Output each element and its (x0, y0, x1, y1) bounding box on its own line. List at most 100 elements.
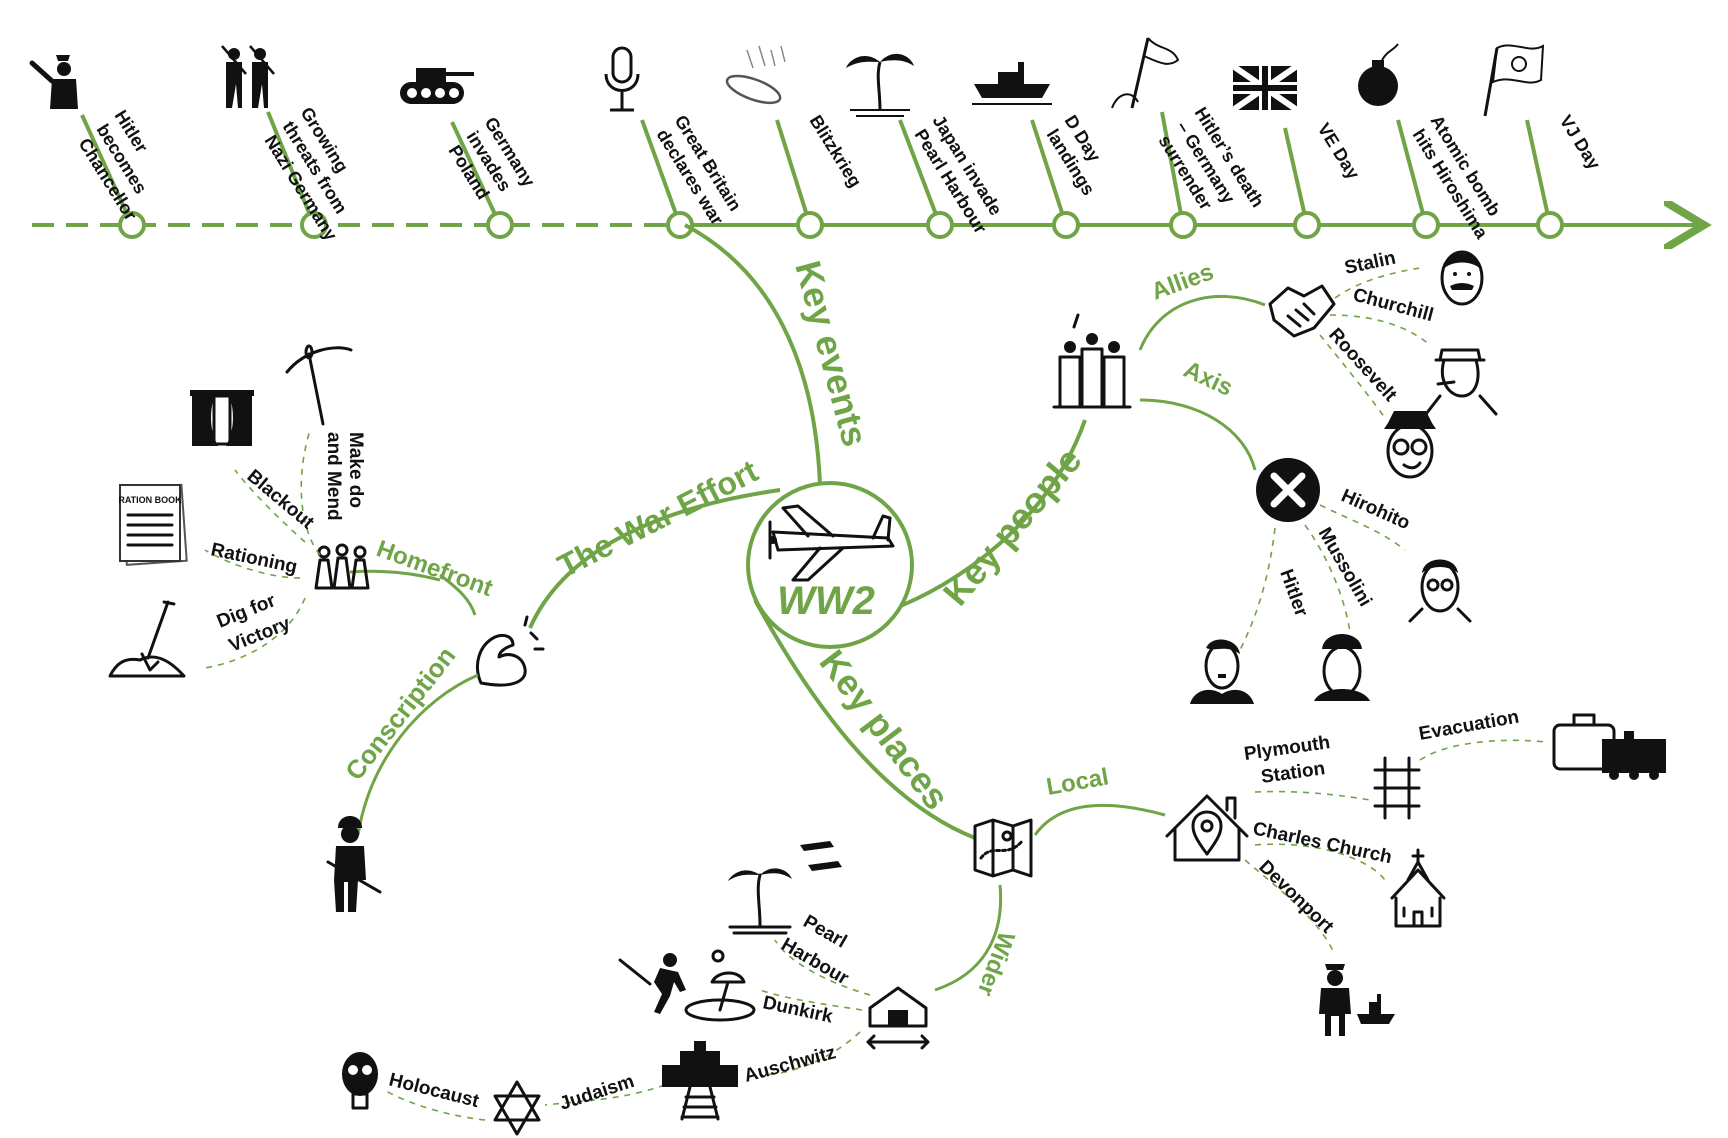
stalin-portrait-icon (1440, 250, 1484, 306)
timeline-stem (450, 121, 502, 226)
auschwitz-label: Auschwitz (742, 1042, 838, 1087)
timeline-stem (640, 119, 682, 226)
evacuation-link (1419, 739, 1546, 761)
holocaust-link (384, 1089, 486, 1121)
holocaust-label: Holocaust (387, 1069, 482, 1112)
pearl-harbour-icon (728, 841, 842, 935)
stalin-label: Stalin (1343, 248, 1398, 279)
judaism-link (544, 1084, 666, 1106)
hirohito-label: Hirohito (1338, 485, 1413, 534)
ration-book-icon: RATION BOOK (118, 483, 188, 566)
rationing-link (204, 549, 301, 579)
plane-icon (768, 504, 895, 582)
soldier-icon (326, 816, 382, 912)
family-icon (314, 543, 370, 590)
conscription-branch (356, 673, 479, 836)
sailor-ship-icon (1319, 964, 1395, 1036)
homefront-label: Homefront (373, 535, 496, 602)
center-title: WW2 (777, 579, 875, 623)
gas-mask-icon (342, 1052, 378, 1110)
hirohito-portrait-icon (1408, 559, 1472, 623)
plymouth-line2: Station (1260, 758, 1327, 788)
timeline-label: VE Day (1314, 120, 1364, 183)
dig-link (204, 597, 306, 669)
devonport-link (1244, 859, 1336, 956)
timeline-node (796, 211, 824, 239)
charles-church-link (1254, 843, 1386, 881)
palm-island-icon (846, 53, 914, 117)
hitler-link (1239, 527, 1276, 651)
timeline-stem (775, 119, 812, 226)
railway-track-icon (1373, 756, 1421, 820)
dunkirk-label: Dunkirk (761, 992, 835, 1027)
key-people-branch (884, 419, 1087, 614)
timeline-node (1412, 211, 1440, 239)
plymouth-link (1254, 790, 1371, 801)
center-circle (746, 481, 914, 649)
timeline-node (666, 211, 694, 239)
judaism-label: Judaism (557, 1071, 637, 1115)
bomb-icon (1358, 43, 1399, 106)
blackout-label: Blackout (243, 466, 318, 534)
church-icon (1390, 848, 1446, 928)
timeline-node (118, 211, 146, 239)
roosevelt-portrait-icon (1384, 411, 1436, 479)
timeline-stem (1525, 119, 1552, 226)
mussolini-label: Mussolini (1314, 524, 1376, 610)
make-do-link (300, 429, 321, 556)
bicep-icon (476, 615, 545, 687)
timeline-stem (898, 119, 942, 226)
suitcase-train-icon (1552, 713, 1666, 780)
star-of-david-icon (493, 1080, 541, 1136)
key-events-branch (684, 223, 822, 486)
warship-icon (972, 62, 1052, 105)
timeline-node (1536, 211, 1564, 239)
timeline-event: Blitzkrieg (725, 45, 866, 239)
wider-branch (934, 884, 1003, 992)
key-places-branch (753, 599, 976, 840)
homefront-branch (439, 573, 477, 616)
axis-label: Axis (1179, 356, 1236, 402)
timeline-event: VE Day (1231, 63, 1364, 239)
shelter-icon (866, 986, 930, 1050)
war-effort-label: The War Effort (552, 452, 764, 584)
timeline-stem (1283, 127, 1309, 226)
hitler-portrait-icon (1190, 639, 1254, 704)
microphone-icon (604, 46, 640, 112)
churchill-label: Churchill (1351, 285, 1436, 327)
timeline-stem (1030, 119, 1068, 226)
timeline-node (926, 211, 954, 239)
blackout-link (234, 469, 306, 543)
timeline-node (1052, 211, 1080, 239)
make-do-line1: Make do (345, 432, 366, 508)
bomb-falling-icon (725, 45, 786, 105)
timeline-label: Blitzkrieg (806, 112, 866, 191)
make-do-line2: and Mend (323, 432, 344, 521)
white-flag-icon (1111, 37, 1180, 109)
local-label: Local (1044, 763, 1110, 800)
blackout-curtains-icon (190, 390, 254, 446)
timeline-stem (1160, 111, 1185, 226)
hitler-person-label: Hitler (1275, 567, 1312, 620)
timeline-stem (1396, 119, 1428, 226)
shovel-icon (108, 600, 186, 678)
timeline-stem (266, 111, 316, 226)
pearl-link (774, 939, 871, 996)
key-places-section: Local Wider Plymouth Station Evacuation … (342, 707, 1666, 1136)
rationing-label: Rationing (209, 539, 299, 578)
map-icon (973, 818, 1033, 878)
dunkirk-link (759, 989, 863, 1011)
hirohito-link (1319, 504, 1406, 551)
war-effort-branch (528, 488, 781, 629)
soldiers-icon (221, 45, 275, 108)
key-people-label: Key people (935, 440, 1090, 613)
homefront-section: Homefront Conscription Make do and Mend … (108, 344, 545, 912)
roosevelt-label: Roosevelt (1324, 324, 1401, 406)
churchill-portrait-icon (1424, 348, 1498, 416)
